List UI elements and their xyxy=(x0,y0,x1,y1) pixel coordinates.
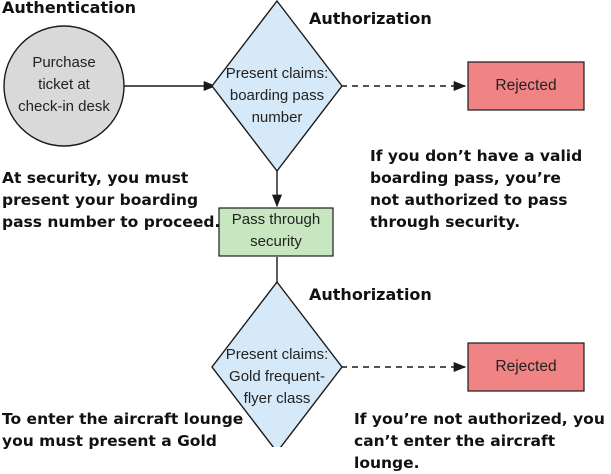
boarding-pass-decision-diamond xyxy=(211,0,343,173)
flow-diagram xyxy=(3,0,585,447)
security-note: At security, you must present your board… xyxy=(2,169,221,231)
lounge-decision-diamond xyxy=(211,280,343,447)
lounge-note: To enter the aircraft lounge you must pr… xyxy=(2,410,244,450)
pass-security-box xyxy=(218,207,334,257)
pass-security-label: Pass through security xyxy=(231,211,321,250)
not-authorized-security-note: If you don’t have a valid boarding pass,… xyxy=(370,147,583,231)
authentication-heading: Authentication xyxy=(2,0,136,17)
authorization-heading-bottom: Authorization xyxy=(309,285,432,304)
rejected-bottom-label: Rejected xyxy=(495,358,557,375)
rejected-top-label: Rejected xyxy=(495,77,557,94)
start-circle xyxy=(3,25,125,147)
authorization-heading-top: Authorization xyxy=(309,9,432,28)
start-circle-label: Purchase ticket at check-in desk xyxy=(18,54,110,115)
boarding-pass-decision-label: Present claims: boarding pass number xyxy=(225,65,329,126)
not-authorized-lounge-note: If you’re not authorized, you can’t ente… xyxy=(354,410,605,472)
rejected-box-bottom xyxy=(467,342,585,392)
rejected-box-top xyxy=(467,61,585,111)
lounge-decision-label: Present claims: Gold frequent- flyer cla… xyxy=(225,346,329,407)
